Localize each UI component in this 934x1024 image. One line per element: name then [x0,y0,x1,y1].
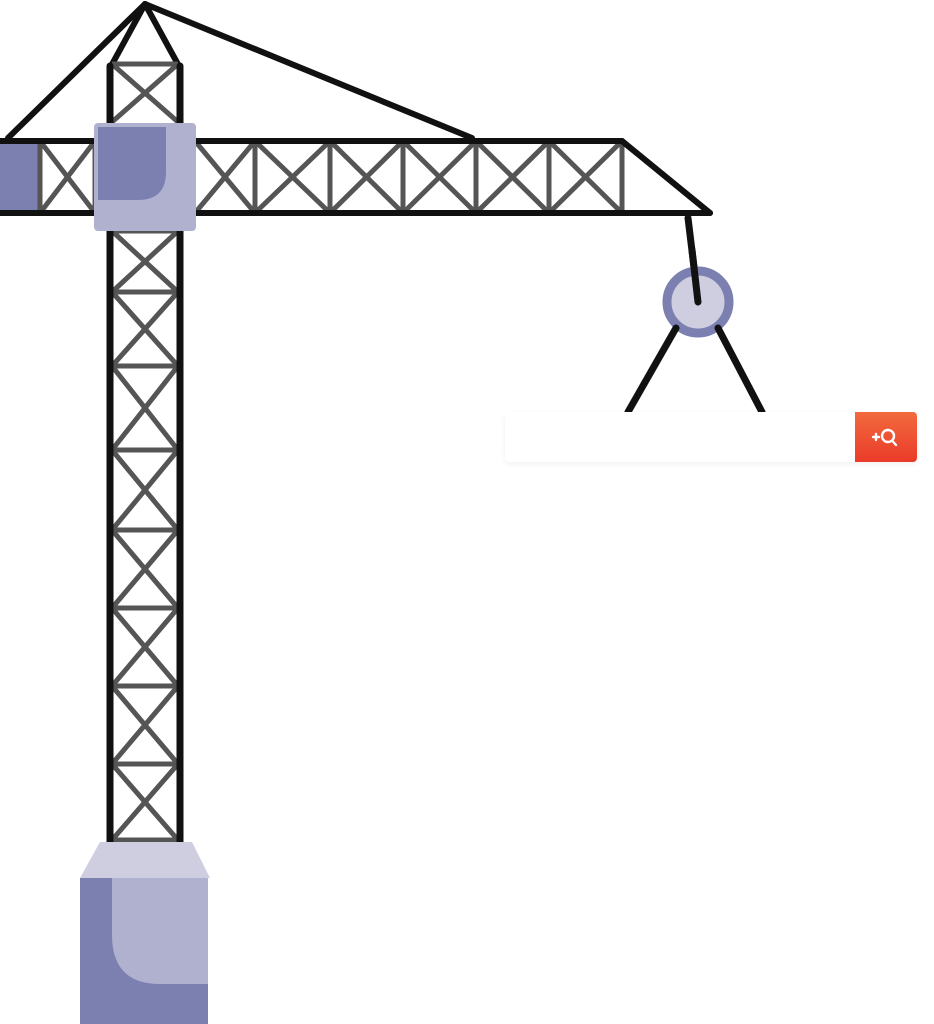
operator-cab [94,123,196,231]
search-bar [505,412,917,462]
counterweight-block [0,138,40,216]
hook-assembly [624,214,766,416]
mast-top [107,1,183,71]
add-search-icon [871,426,901,448]
search-button[interactable] [855,412,917,462]
crane-base [80,842,210,1024]
jib-lattice [37,139,625,215]
search-input[interactable] [505,412,855,462]
top-cables [5,1,475,141]
